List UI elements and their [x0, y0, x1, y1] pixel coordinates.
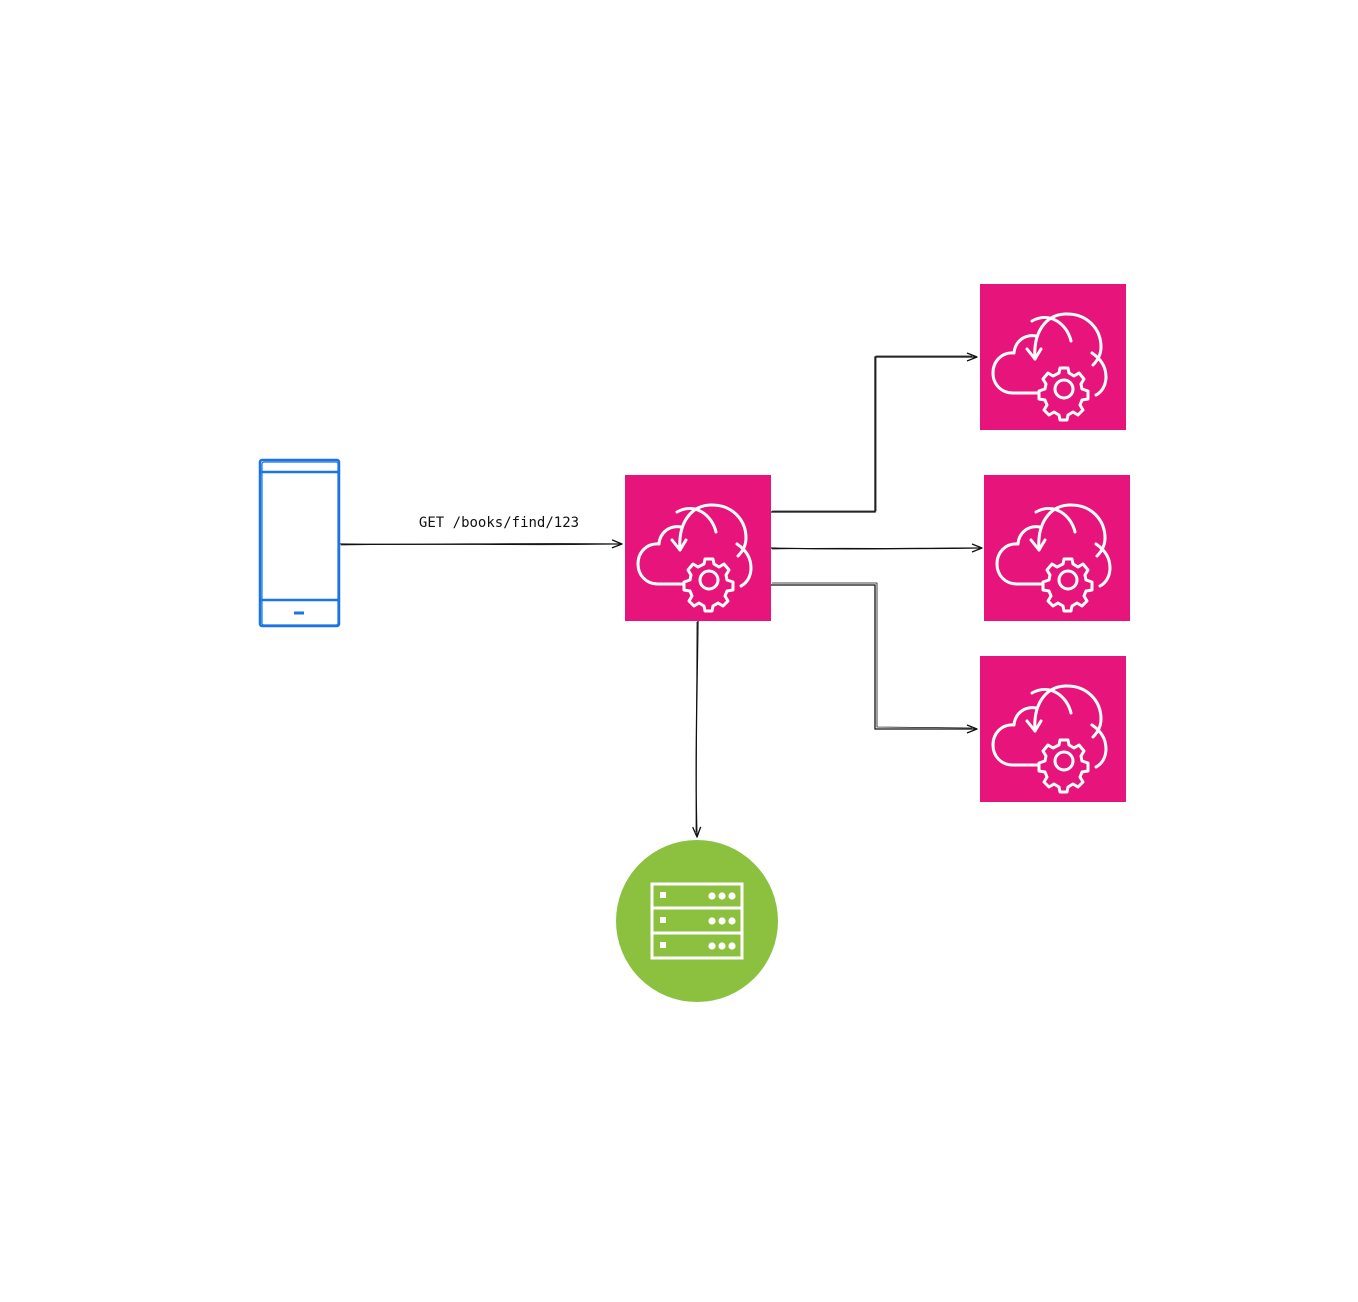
database[interactable]: [616, 840, 778, 1002]
backend-service-1[interactable]: [980, 284, 1126, 430]
edge-gateway-to-backend-2-sketch: [771, 547, 979, 550]
mobile-phone-icon: [258, 458, 341, 628]
backend-service-3[interactable]: [980, 656, 1126, 802]
edge-client-to-gateway-sketch: [340, 543, 621, 546]
cloud-gear-icon: [991, 684, 1108, 794]
cloud-gear-icon: [636, 503, 753, 613]
edge-gateway-to-backend-1: [771, 352, 978, 513]
edge-gateway-to-backend-1-sketch: [772, 355, 972, 512]
edge-gateway-to-database-sketch: [695, 621, 698, 833]
gateway-service[interactable]: [625, 475, 771, 621]
cloud-gear-icon: [995, 503, 1112, 613]
service-tile: [980, 284, 1126, 430]
edge-label-request: GET /books/find/123: [419, 515, 579, 531]
service-tile: [980, 656, 1126, 802]
edges: GET /books/find/123: [339, 352, 983, 838]
cloud-gear-icon: [991, 312, 1108, 422]
service-tile: [625, 475, 771, 621]
edge-gateway-to-backend-3-sketch: [772, 582, 973, 729]
client-phone[interactable]: [258, 458, 341, 628]
service-tile: [984, 475, 1130, 621]
server-rack-icon: [650, 882, 744, 960]
database-circle: [616, 840, 778, 1002]
edge-gateway-to-backend-3: [771, 584, 978, 734]
backend-service-2[interactable]: [984, 475, 1130, 621]
